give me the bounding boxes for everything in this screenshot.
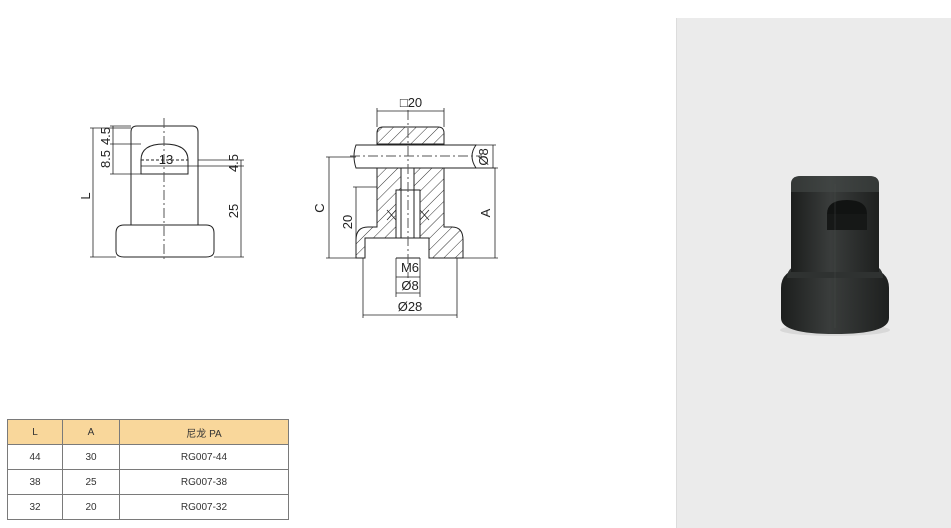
cell-l: 38 bbox=[7, 469, 63, 495]
section-dim-c: C bbox=[312, 203, 327, 212]
front-view bbox=[115, 118, 215, 262]
cell-part-number: RG007-38 bbox=[119, 469, 289, 495]
cell-a: 20 bbox=[62, 494, 120, 520]
cell-l: 44 bbox=[7, 444, 63, 470]
header-a: A bbox=[62, 419, 120, 445]
section-dim-dia-8-bottom: Ø8 bbox=[401, 278, 418, 293]
section-body-right bbox=[413, 167, 464, 259]
header-material: 尼龙 PA bbox=[119, 419, 289, 445]
spec-table: L A 尼龙 PA 44 30 RG007-44 38 25 RG007-38 … bbox=[7, 419, 289, 520]
front-view-outline bbox=[115, 125, 215, 258]
front-dim-4-5-right: 4.5 bbox=[226, 154, 241, 172]
technical-drawings: L 4.5 8.5 13 4.5 25 bbox=[78, 95, 498, 318]
cell-a: 30 bbox=[62, 444, 120, 470]
header-l: L bbox=[7, 419, 63, 445]
section-dim-m6: M6 bbox=[401, 260, 419, 275]
section-body-left bbox=[355, 167, 402, 259]
section-dim-20: 20 bbox=[340, 215, 355, 229]
table-row: 44 30 RG007-44 bbox=[7, 444, 289, 470]
cell-l: 32 bbox=[7, 494, 63, 520]
product-photo-panel bbox=[676, 18, 951, 528]
section-dim-dia-28: Ø28 bbox=[398, 299, 423, 314]
section-dim-a: A bbox=[478, 208, 493, 217]
section-dim-square-20: □20 bbox=[400, 95, 422, 110]
front-dim-25: 25 bbox=[226, 204, 241, 218]
section-dim-dia-8-right: Ø8 bbox=[476, 148, 491, 165]
section-top-cap bbox=[376, 126, 445, 145]
cell-a: 25 bbox=[62, 469, 120, 495]
front-dim-l: L bbox=[78, 192, 93, 199]
front-dim-4-5-top: 4.5 bbox=[98, 127, 113, 145]
cell-part-number: RG007-44 bbox=[119, 444, 289, 470]
table-row: 32 20 RG007-32 bbox=[7, 494, 289, 520]
section-view bbox=[350, 110, 482, 278]
product-photo bbox=[780, 176, 890, 336]
front-dim-13: 13 bbox=[159, 152, 173, 167]
spec-table-header: L A 尼龙 PA bbox=[7, 419, 289, 445]
front-dim-8-5: 8.5 bbox=[98, 150, 113, 168]
front-view-dimensions bbox=[90, 125, 244, 258]
cell-part-number: RG007-32 bbox=[119, 494, 289, 520]
section-dimensions bbox=[326, 108, 498, 318]
table-row: 38 25 RG007-38 bbox=[7, 469, 289, 495]
